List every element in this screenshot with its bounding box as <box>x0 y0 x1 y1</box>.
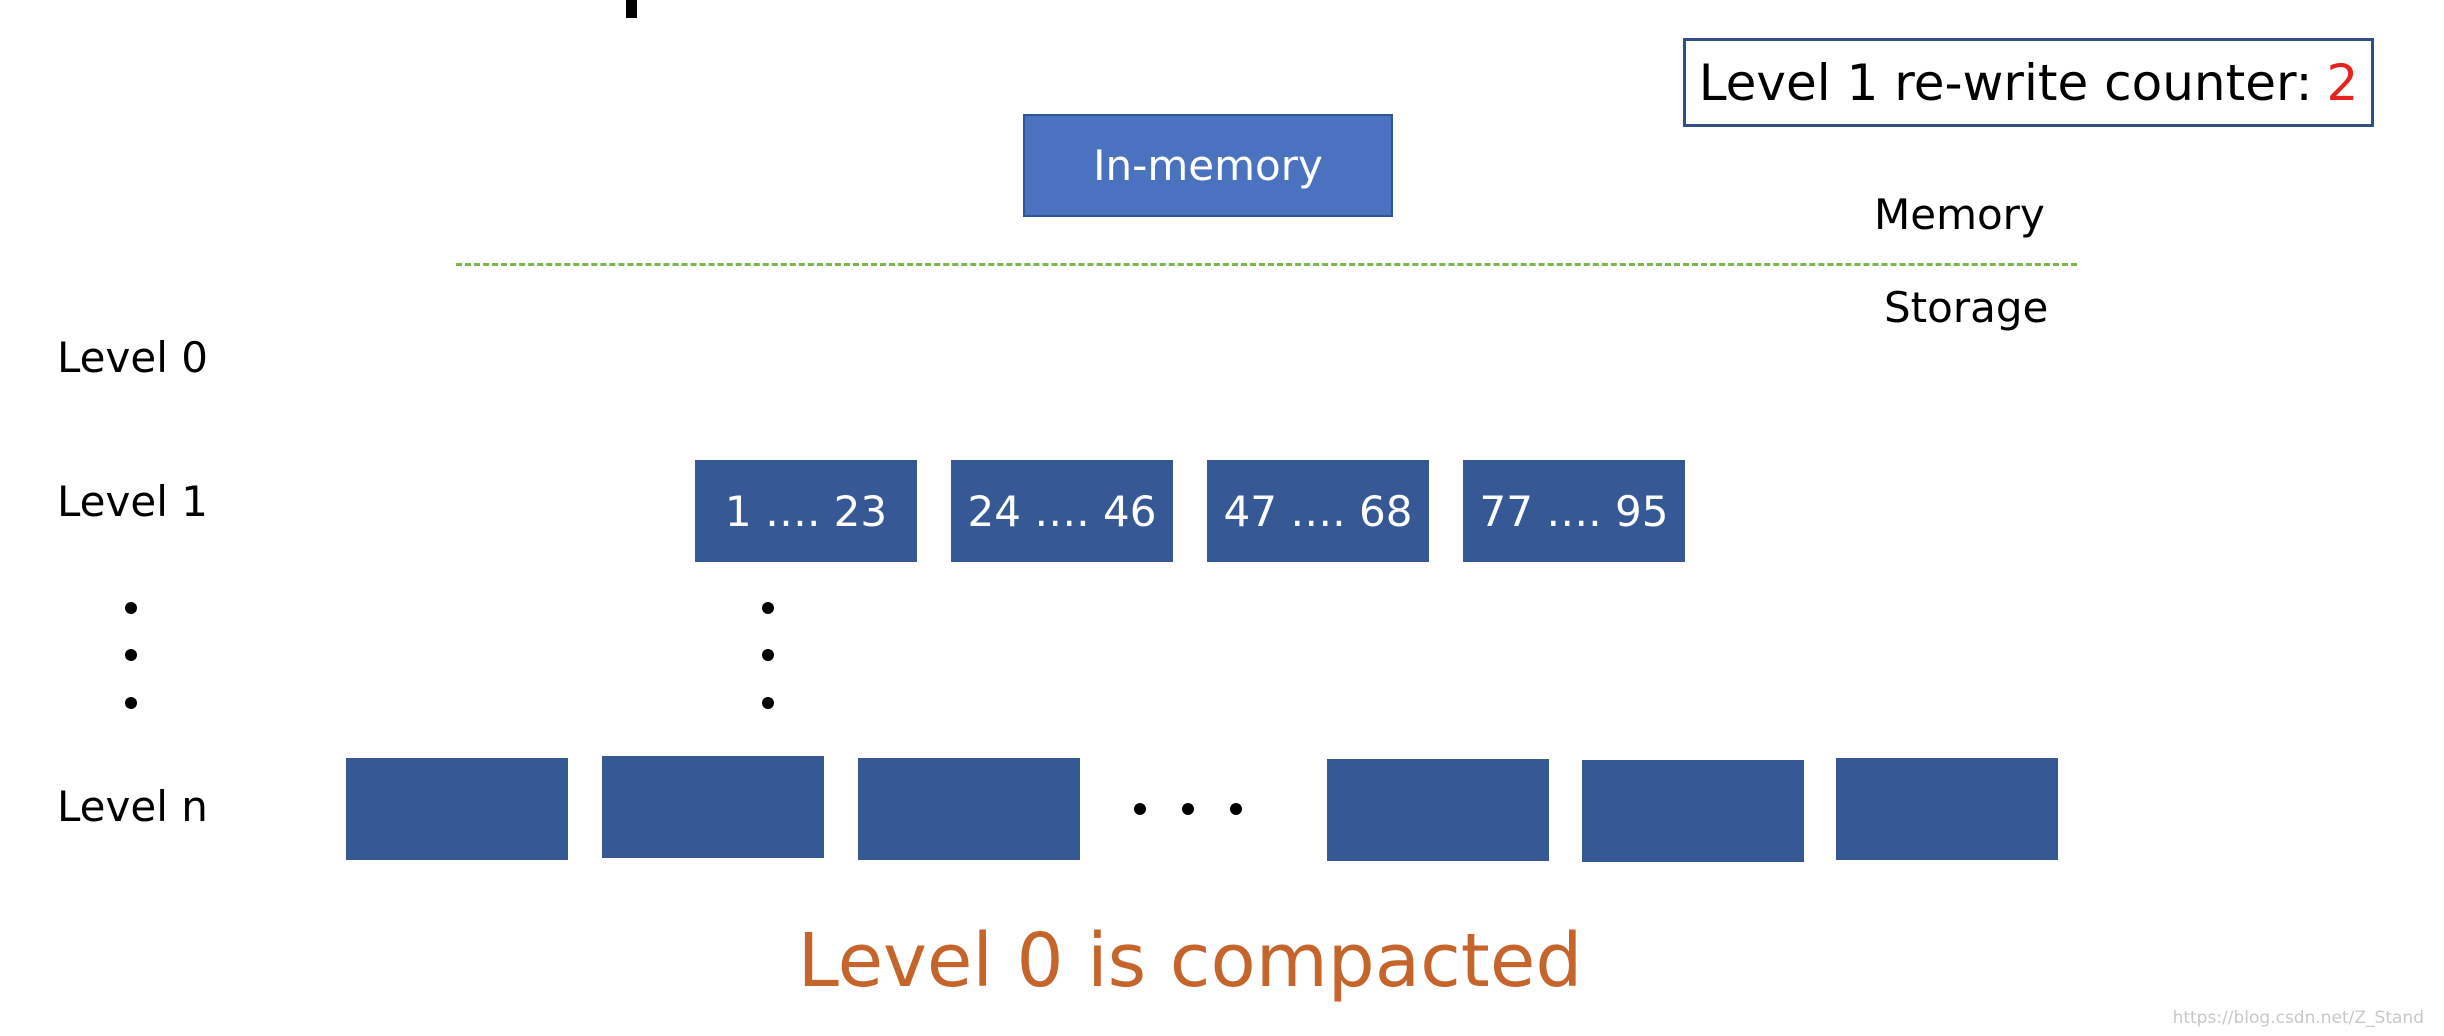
level-1-block: 24 …. 46 <box>951 460 1173 562</box>
level-1-block: 77 …. 95 <box>1463 460 1685 562</box>
level-1-block-range: 1 …. 23 <box>724 486 888 536</box>
level-n-block <box>1836 758 2058 860</box>
horizontal-ellipsis-dot <box>1230 803 1242 815</box>
level-1-block-range: 24 …. 46 <box>967 486 1157 536</box>
level-1-block-range: 77 …. 95 <box>1479 486 1669 536</box>
clipped-title-fragment <box>626 0 637 18</box>
level-0-label: Level 0 <box>57 333 208 382</box>
rewrite-counter-box: Level 1 re-write counter: 2 <box>1683 38 2374 127</box>
horizontal-ellipsis-dot <box>1182 803 1194 815</box>
level-n-block <box>1582 760 1804 862</box>
level-n-label: Level n <box>57 782 208 831</box>
level-1-block-range: 47 …. 68 <box>1223 486 1413 536</box>
vertical-ellipsis-dot <box>125 649 137 661</box>
level-1-block: 47 …. 68 <box>1207 460 1429 562</box>
in-memory-label: In-memory <box>1093 141 1323 190</box>
in-memory-block: In-memory <box>1023 114 1393 217</box>
storage-region-label: Storage <box>1884 283 2049 332</box>
rewrite-counter-label: Level 1 re-write counter: <box>1698 53 2313 112</box>
level-1-label: Level 1 <box>57 477 208 526</box>
vertical-ellipsis-dot <box>762 649 774 661</box>
vertical-ellipsis-dot <box>125 602 137 614</box>
level-n-block <box>858 758 1080 860</box>
watermark: https://blog.csdn.net/Z_Stand <box>2172 1008 2424 1028</box>
rewrite-counter-value: 2 <box>2326 53 2359 112</box>
vertical-ellipsis-dot <box>125 697 137 709</box>
level-1-block: 1 …. 23 <box>695 460 917 562</box>
horizontal-ellipsis-dot <box>1134 803 1146 815</box>
memory-storage-divider <box>456 263 2077 266</box>
level-n-block <box>602 756 824 858</box>
slide-caption: Level 0 is compacted <box>797 918 1583 1004</box>
memory-region-label: Memory <box>1874 190 2045 239</box>
vertical-ellipsis-dot <box>762 697 774 709</box>
vertical-ellipsis-dot <box>762 602 774 614</box>
level-n-block <box>1327 759 1549 861</box>
level-n-block <box>346 758 568 860</box>
